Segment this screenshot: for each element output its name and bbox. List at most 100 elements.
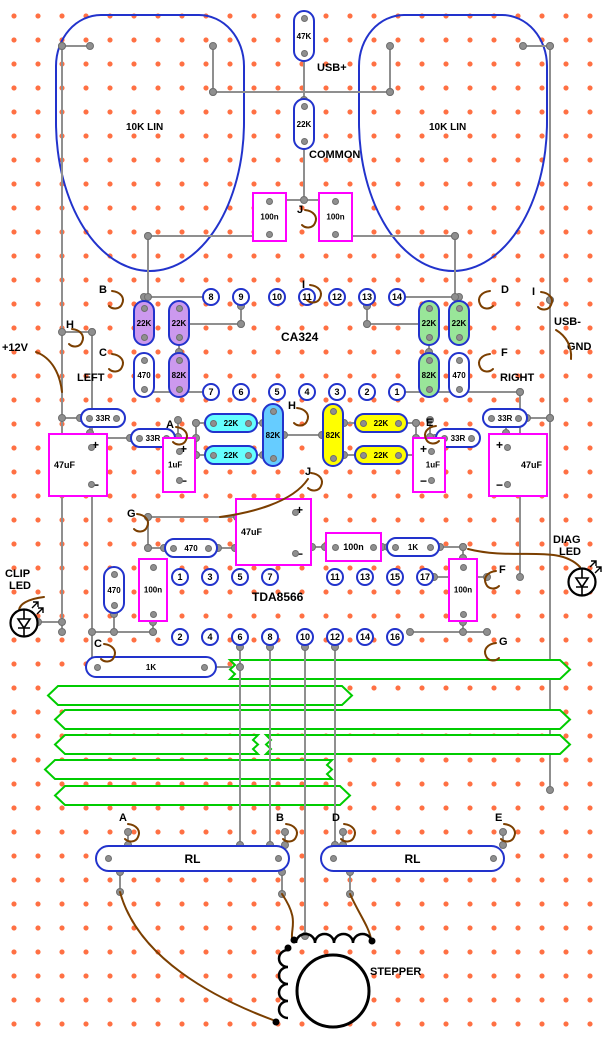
copper-trace (213, 91, 390, 93)
resistor-82k: 82K (322, 403, 344, 467)
lead-dot (301, 50, 308, 57)
lead-dot (330, 408, 337, 415)
label-led: LED (9, 581, 31, 592)
lead-dot (176, 357, 183, 364)
lead-dot (275, 855, 282, 862)
capacitor-47uf: 47uF+− (48, 433, 108, 497)
label-gnd: GND (567, 342, 591, 353)
resistor-22k: 22K (448, 300, 470, 346)
capacitor-100n: 100n (318, 192, 353, 242)
label-led: LED (559, 547, 581, 558)
copper-trace (397, 296, 459, 298)
resistor-22k: 22K (354, 445, 408, 465)
junction-dot (144, 544, 152, 552)
wire-hook-icon (109, 354, 123, 371)
hookup-wire (282, 894, 293, 938)
copper-trace (304, 647, 306, 936)
wire-hook-icon (479, 354, 493, 371)
junction-dot (149, 628, 157, 636)
junction-dot (34, 618, 42, 626)
capacitor-1uf: 1uF+− (162, 437, 196, 493)
capacitor-label: 47uF (241, 527, 262, 537)
lead-dot (245, 420, 252, 427)
ic-pin-5: 5 (231, 568, 249, 586)
stepper-coil (279, 950, 288, 1018)
ic-pin-16: 16 (386, 628, 404, 646)
wire-link (55, 710, 570, 729)
lead-dot (170, 545, 177, 552)
junction-dot (144, 232, 152, 240)
junction-dot (346, 890, 354, 898)
label-b: B (99, 285, 107, 296)
lead-dot (395, 452, 402, 459)
lead-dot (426, 305, 433, 312)
junction-dot (363, 320, 371, 328)
junction-dot (406, 628, 414, 636)
ic-pin-4: 4 (201, 628, 219, 646)
lead-dot (426, 386, 433, 393)
junction-dot (58, 42, 66, 50)
ic-pin-1: 1 (171, 568, 189, 586)
lead-dot (292, 509, 299, 516)
copper-trace (212, 46, 214, 92)
lead-dot (141, 386, 148, 393)
capacitor-label: 47uF (54, 460, 75, 470)
copper-trace (144, 296, 211, 298)
lead-dot (360, 452, 367, 459)
capacitor-label: 1uF (168, 461, 182, 470)
lead-dot (141, 357, 148, 364)
junction-dot (110, 628, 118, 636)
copper-trace (303, 146, 305, 200)
ic-pin-15: 15 (386, 568, 404, 586)
label-h: H (66, 320, 74, 331)
label-clip: CLIP (5, 569, 30, 580)
hookup-wire (36, 352, 62, 392)
lead-dot (292, 550, 299, 557)
lead-dot (94, 664, 101, 671)
junction-dot (516, 573, 524, 581)
lead-dot (176, 305, 183, 312)
ic-pin-3: 3 (201, 568, 219, 586)
label-right: RIGHT (500, 373, 534, 384)
junction-dot (58, 618, 66, 626)
lead-dot (332, 544, 339, 551)
ic-pin-4: 4 (298, 383, 316, 401)
led-emission-arrows-icon (590, 561, 601, 573)
copper-trace (410, 631, 487, 633)
resistor-1k: 1K (85, 656, 217, 678)
lead-dot (266, 198, 273, 205)
lead-dot (176, 477, 183, 484)
label-e: E (426, 418, 433, 429)
label-e: E (495, 813, 502, 824)
led-diode-icon (576, 569, 588, 595)
ic-pin-5: 5 (268, 383, 286, 401)
capacitor-label: 100n (450, 586, 476, 595)
capacitor-100n: 100n (325, 532, 382, 562)
label-diag: DIAG (553, 535, 581, 546)
lead-dot (504, 481, 511, 488)
label-left: LEFT (77, 373, 105, 384)
label-d: D (332, 813, 340, 824)
label-usb: USB- (554, 317, 581, 328)
ic-pin-14: 14 (356, 628, 374, 646)
lead-dot (456, 386, 463, 393)
resistor-470: 470 (133, 352, 155, 398)
label-c: C (99, 348, 107, 359)
diag-led (569, 569, 596, 596)
junction-dot (519, 42, 527, 50)
potentiometer-label: 10K LIN (126, 122, 163, 133)
copper-trace (269, 647, 271, 845)
lead-dot (86, 415, 93, 422)
resistor-22k: 22K (168, 300, 190, 346)
lead-dot (330, 455, 337, 462)
copper-trace (61, 46, 63, 632)
resistor-82k: 82K (418, 352, 440, 398)
ic-pin-11: 11 (298, 288, 316, 306)
ic-pin-2: 2 (171, 628, 189, 646)
wire-hook-icon (302, 210, 316, 227)
junction-dot (192, 419, 200, 427)
ic-pin-6: 6 (232, 383, 250, 401)
capacitor-label: 1uF (426, 461, 440, 470)
capacitor-1uf: 1uF+− (412, 437, 446, 493)
lead-dot (88, 444, 95, 451)
